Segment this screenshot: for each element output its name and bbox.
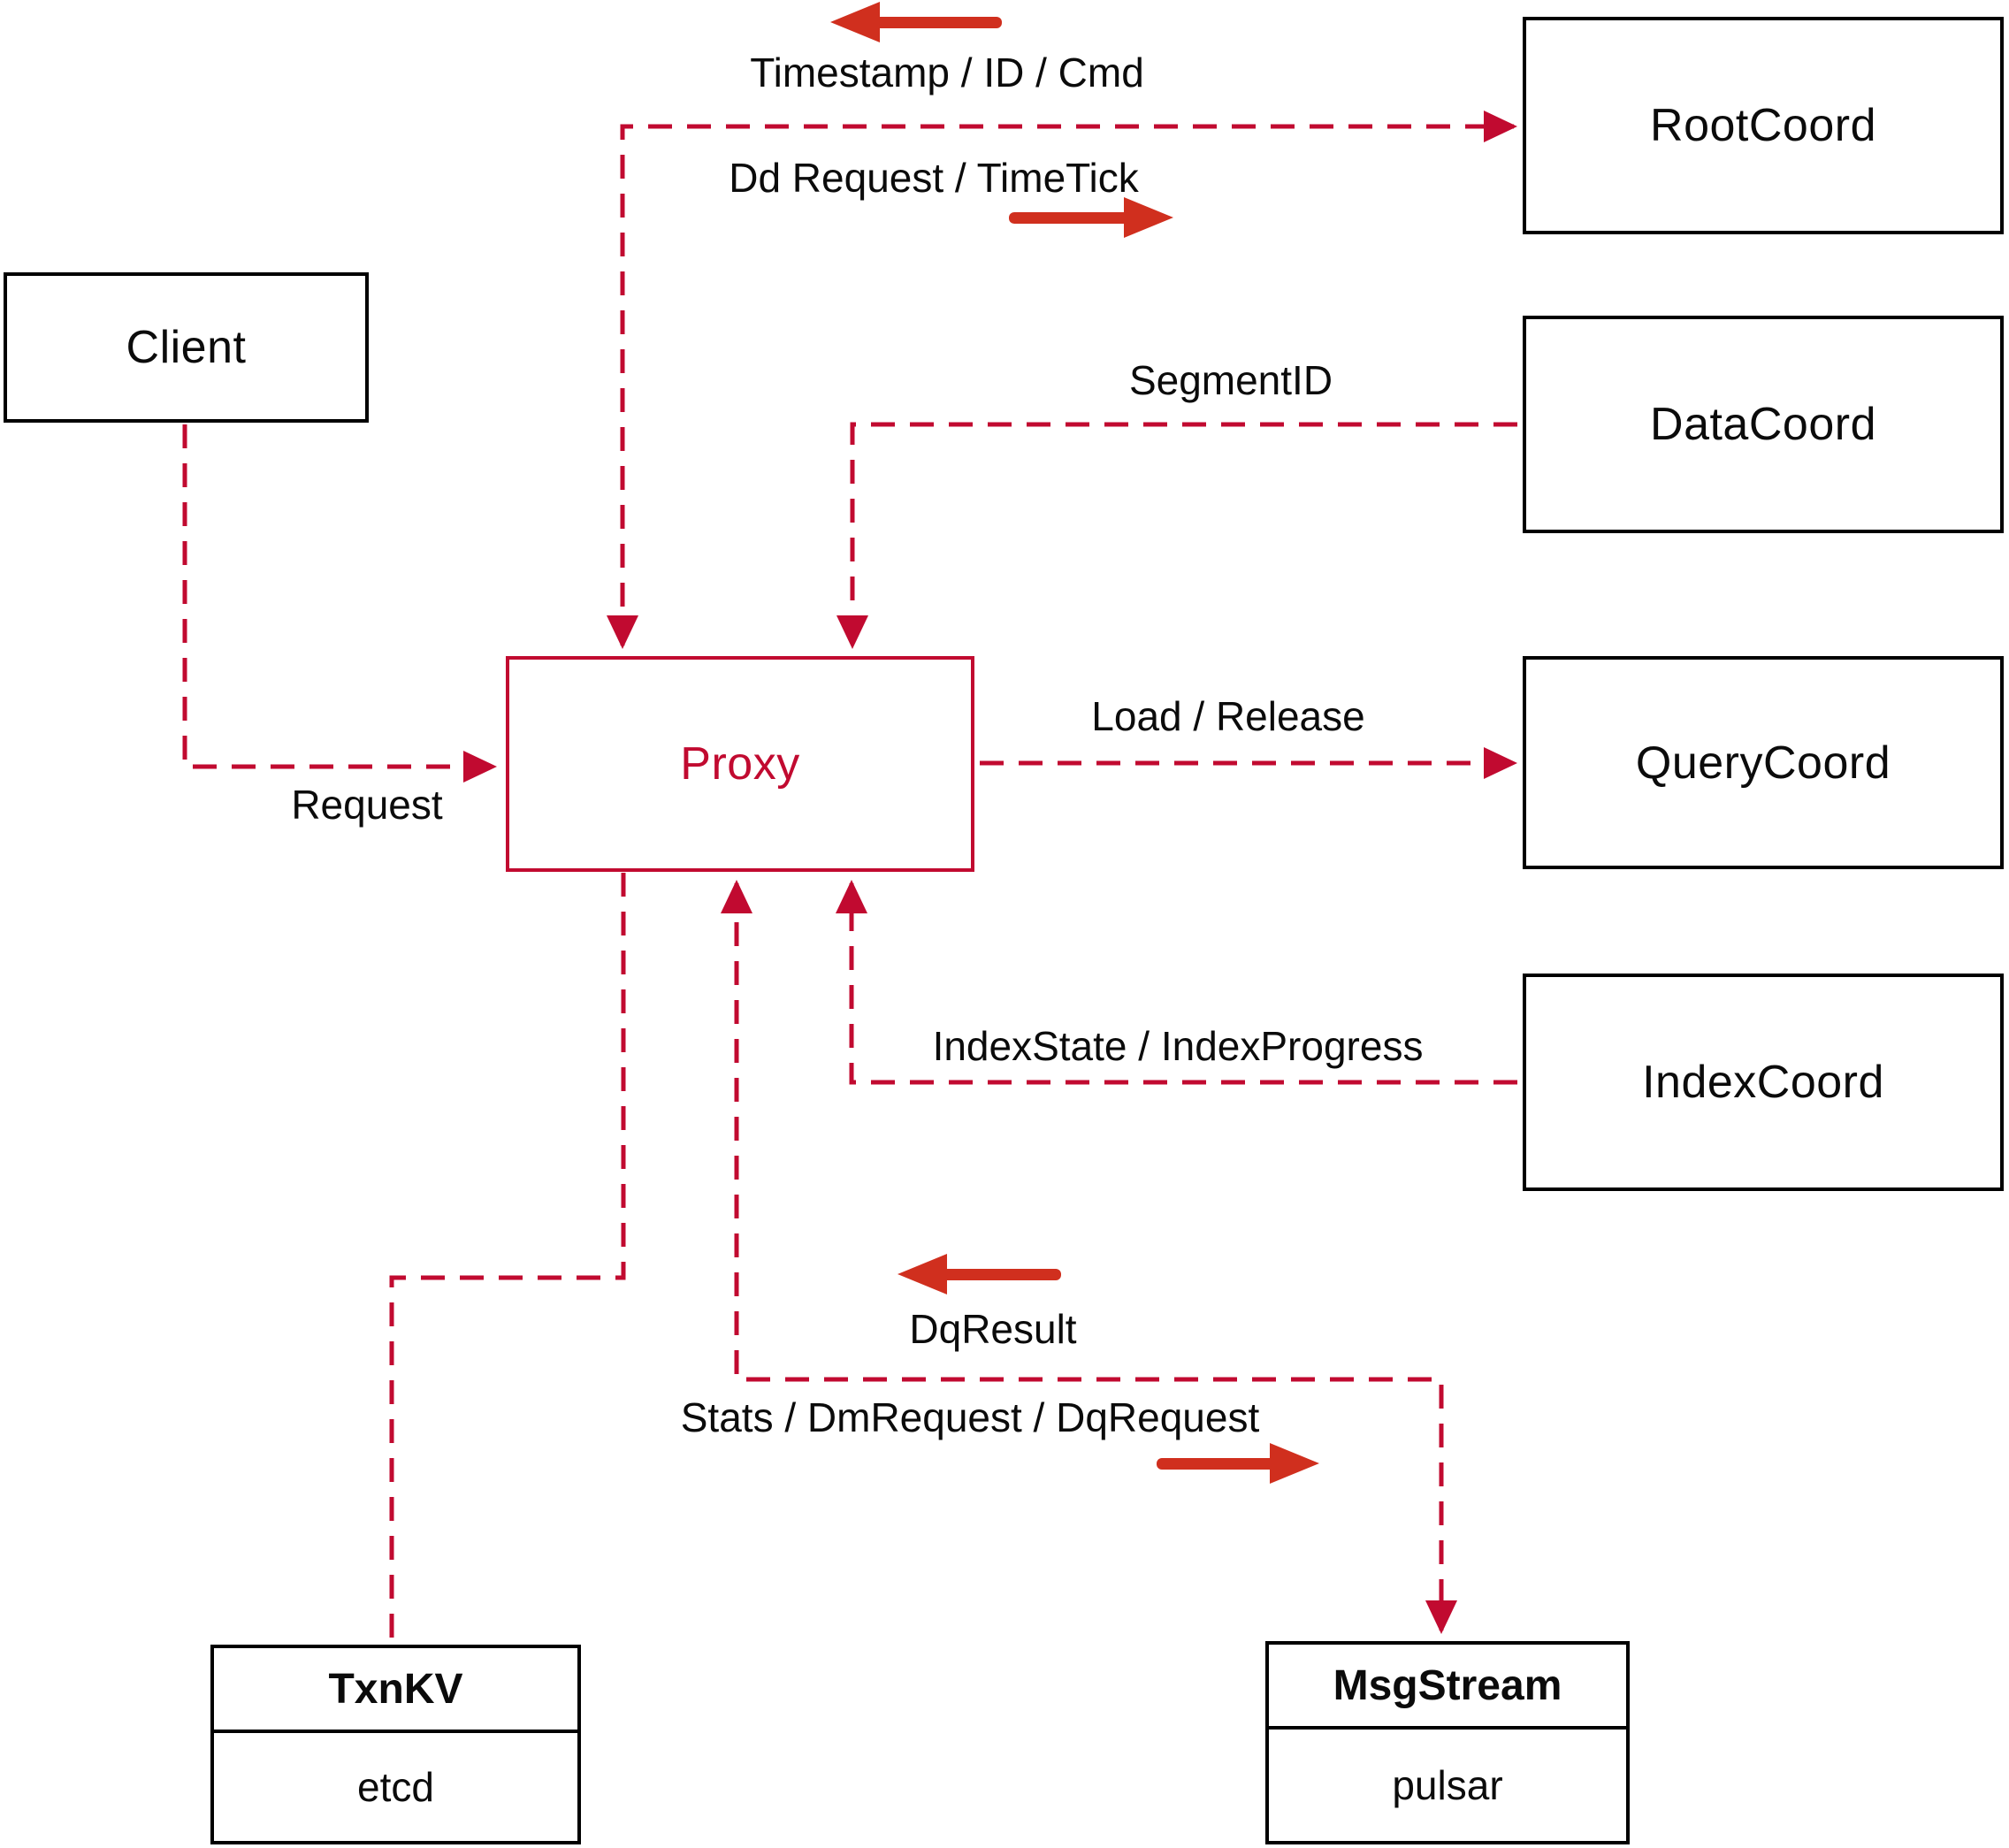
edge-proxy-rootcoord — [607, 111, 1517, 649]
txnkv-title: TxnKV — [214, 1648, 577, 1733]
edge-label-segment-id: SegmentID — [1128, 357, 1333, 403]
edge-proxy-txnkv — [389, 873, 626, 1643]
node-client: Client — [4, 272, 369, 423]
edge-label-index-state: IndexState / IndexProgress — [932, 1023, 1424, 1069]
edge-client-proxy — [182, 424, 497, 783]
direction-arrow-stats-right — [1157, 1443, 1319, 1484]
node-querycoord: QueryCoord — [1523, 656, 2004, 869]
edge-label-request: Request — [291, 782, 443, 828]
edge-label-dq-result: DqResult — [909, 1306, 1077, 1352]
direction-arrow-timestamp-left — [830, 2, 1002, 42]
node-msgstream: MsgStream pulsar — [1265, 1641, 1630, 1844]
node-txnkv: TxnKV etcd — [210, 1645, 581, 1844]
direction-arrow-ddrequest-right — [1009, 197, 1173, 238]
proxy-label: Proxy — [680, 738, 800, 790]
querycoord-label: QueryCoord — [1635, 737, 1891, 789]
txnkv-impl: etcd — [357, 1764, 434, 1810]
edge-label-load-release: Load / Release — [1091, 693, 1365, 739]
msgstream-impl: pulsar — [1392, 1762, 1503, 1808]
indexcoord-label: IndexCoord — [1642, 1057, 1884, 1108]
edge-label-stats: Stats / DmRequest / DqRequest — [680, 1394, 1260, 1440]
edge-label-timestamp: Timestamp / ID / Cmd — [750, 50, 1144, 95]
edge-label-dd-request: Dd Request / TimeTick — [729, 155, 1139, 201]
edge-proxy-msgstream — [721, 880, 1457, 1634]
edge-datacoord-proxy — [836, 422, 1517, 649]
rootcoord-label: RootCoord — [1650, 100, 1876, 151]
msgstream-title: MsgStream — [1269, 1645, 1626, 1730]
direction-arrow-dqresult-left — [898, 1254, 1061, 1294]
node-datacoord: DataCoord — [1523, 316, 2004, 533]
node-proxy: Proxy — [506, 656, 974, 872]
node-rootcoord: RootCoord — [1523, 17, 2004, 234]
client-label: Client — [126, 322, 247, 373]
node-indexcoord: IndexCoord — [1523, 974, 2004, 1191]
datacoord-label: DataCoord — [1650, 399, 1876, 450]
